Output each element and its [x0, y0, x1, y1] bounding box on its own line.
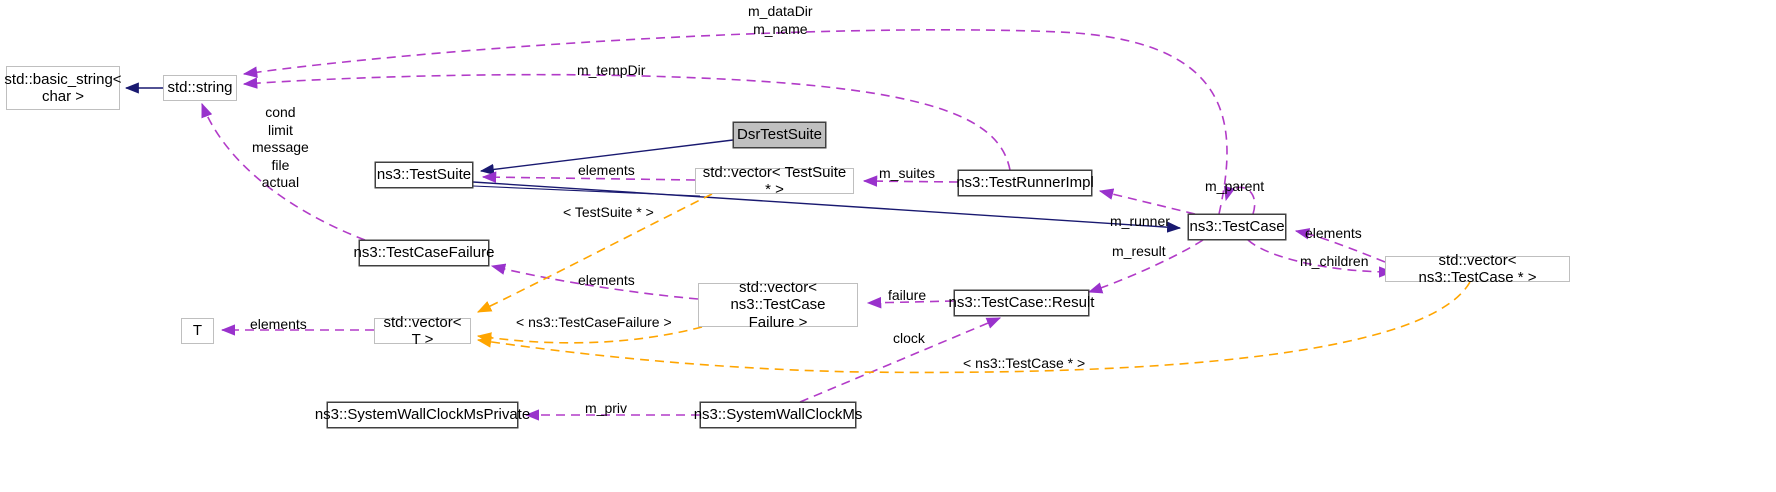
edge-label-failure: failure [888, 287, 927, 303]
usage-edges [201, 29, 1394, 421]
edge-label-elements-testcasefailure: elements [578, 272, 635, 288]
edge-label-m-priv: m_priv [585, 400, 628, 416]
node-std-vector-testsuite-ptr[interactable]: std::vector< TestSuite * > [695, 164, 854, 198]
edge-label-m-suites: m_suites [879, 165, 936, 181]
edge-testsuite-limb [472, 185, 701, 197]
node-ns3-testcase-result[interactable]: ns3::TestCase::Result [949, 290, 1094, 316]
edge-testcase-to-testrunner-mrunner [1098, 188, 1196, 215]
node-std-vector-t[interactable]: std::vector< T > [374, 314, 471, 348]
edge-label-m-children: m_children [1300, 253, 1369, 269]
node-template-param-t[interactable]: T [181, 318, 214, 344]
edge-dsrtestsuite-to-testsuite [479, 139, 734, 175]
node-std-vector-ns3-testcase-ptr[interactable]: std::vector< ns3::TestCase * > [1385, 252, 1570, 286]
node-std-string[interactable]: std::string [163, 75, 237, 101]
edge-label-template-testsuite-ptr: < TestSuite * > [563, 204, 654, 220]
edge-vectestcase-to-vect-template [476, 281, 1471, 374]
node-ns3-systemwallclockms[interactable]: ns3::SystemWallClockMs [694, 402, 862, 428]
edge-testcase-self-mparent [1223, 185, 1256, 215]
edge-label-m-tempDir: m_tempDir [577, 62, 646, 78]
edge-wallclock-to-result-clock [799, 317, 1002, 403]
edge-testcase-to-vectestcase-mchildren [1247, 239, 1394, 278]
node-ns3-testcase[interactable]: ns3::TestCase [1188, 214, 1286, 240]
inheritance-edges [124, 82, 1182, 233]
edge-testcase-to-result-mresult [1087, 239, 1204, 294]
edge-label-m-result: m_result [1112, 243, 1166, 259]
edge-label-m-parent: m_parent [1205, 178, 1265, 194]
edge-label-elements-t: elements [250, 316, 307, 332]
node-ns3-testcasefailure[interactable]: ns3::TestCaseFailure [354, 240, 494, 266]
edge-vecfail-to-vect-template [476, 326, 703, 344]
edge-label-m-dataDir-m-name: m_dataDir m_name [748, 3, 813, 37]
edge-label-clock: clock [893, 330, 925, 346]
edge-testsuite-to-testcase [472, 181, 1182, 233]
node-ns3-testrunnerimpl[interactable]: ns3::TestRunnerImpl [956, 170, 1094, 196]
edge-vectestcase-to-testcase-elements [1294, 228, 1386, 263]
edge-testrunner-to-vectestsuite-msuites [862, 175, 959, 187]
node-std-basic-string[interactable]: std::basic_string< char > [4, 66, 122, 110]
edge-label-elements-testsuite: elements [578, 162, 635, 178]
node-ns3-testsuite[interactable]: ns3::TestSuite [375, 162, 473, 188]
node-std-vector-ns3-testcasefailure[interactable]: std::vector< ns3::TestCase Failure > [698, 279, 858, 331]
template-edges [476, 193, 1471, 374]
edge-vectestsuite-to-vect-template [476, 193, 713, 313]
edge-label-template-ns3-testcase-ptr: < ns3::TestCase * > [963, 355, 1086, 371]
edge-label-template-ns3-testcasefailure: < ns3::TestCaseFailure > [516, 314, 672, 330]
node-dsrtestsuite[interactable]: DsrTestSuite [733, 122, 826, 148]
node-ns3-systemwallclockmsprivate[interactable]: ns3::SystemWallClockMsPrivate [315, 402, 530, 428]
edge-label-elements-testcase: elements [1305, 225, 1362, 241]
edge-testrunner-to-string-tempDir [242, 73, 1011, 171]
edge-testcasefailure-to-string-fields [201, 102, 366, 241]
edge-label-cond-limit-message-file-actual: cond limit message file actual [252, 104, 309, 190]
edge-label-m-runner: m_runner [1110, 213, 1170, 229]
edge-vectestsuite-to-testsuite-elements [481, 171, 696, 183]
